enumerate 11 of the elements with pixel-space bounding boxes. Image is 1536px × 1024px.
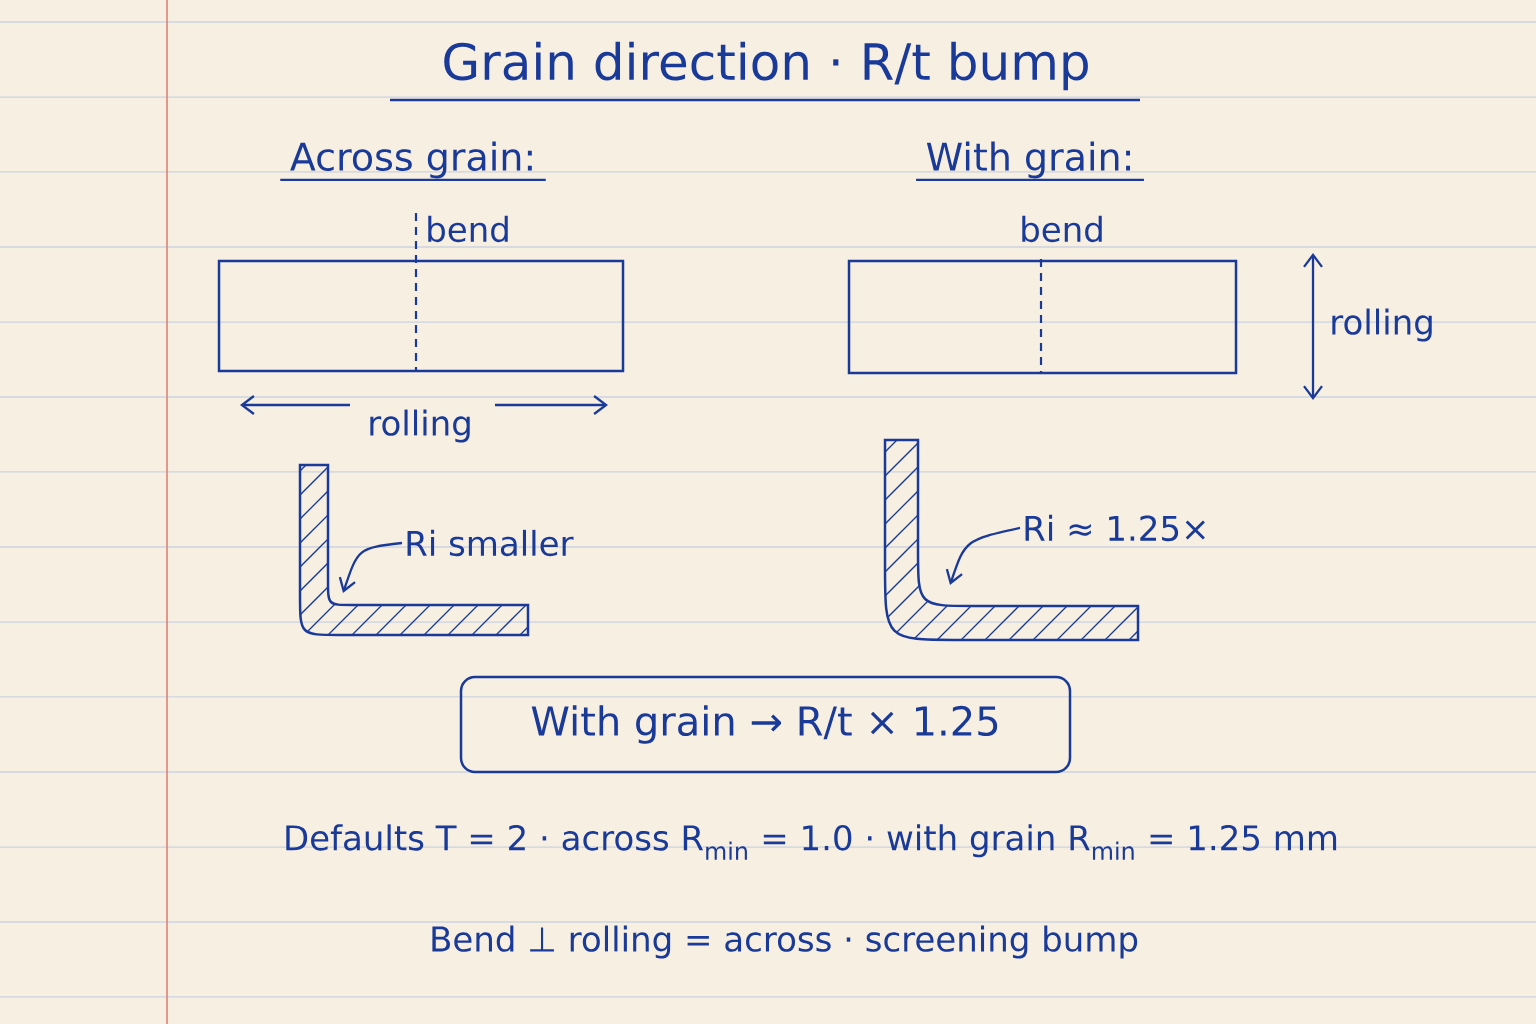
note: Defaults T = 2 · across R$_{min}$ = 1.0 · with grain R$_{min}$ = 1.25 mm [286,824,1337,860]
bend-label: bend [428,215,508,243]
summary-box: With grain → R/t × 1.25 [459,675,1072,774]
rolling-label: rolling [370,409,470,443]
leader-arrow [338,541,403,593]
sheet-rectangle [847,259,1238,375]
sheet-rectangle [217,259,625,373]
bend-label: bend [1022,215,1102,243]
leader-arrow [945,526,1021,585]
title: Grain direction · R/t bump [444,41,1088,91]
note: Bend ⊥ rolling = across · screening bump [432,925,1138,959]
